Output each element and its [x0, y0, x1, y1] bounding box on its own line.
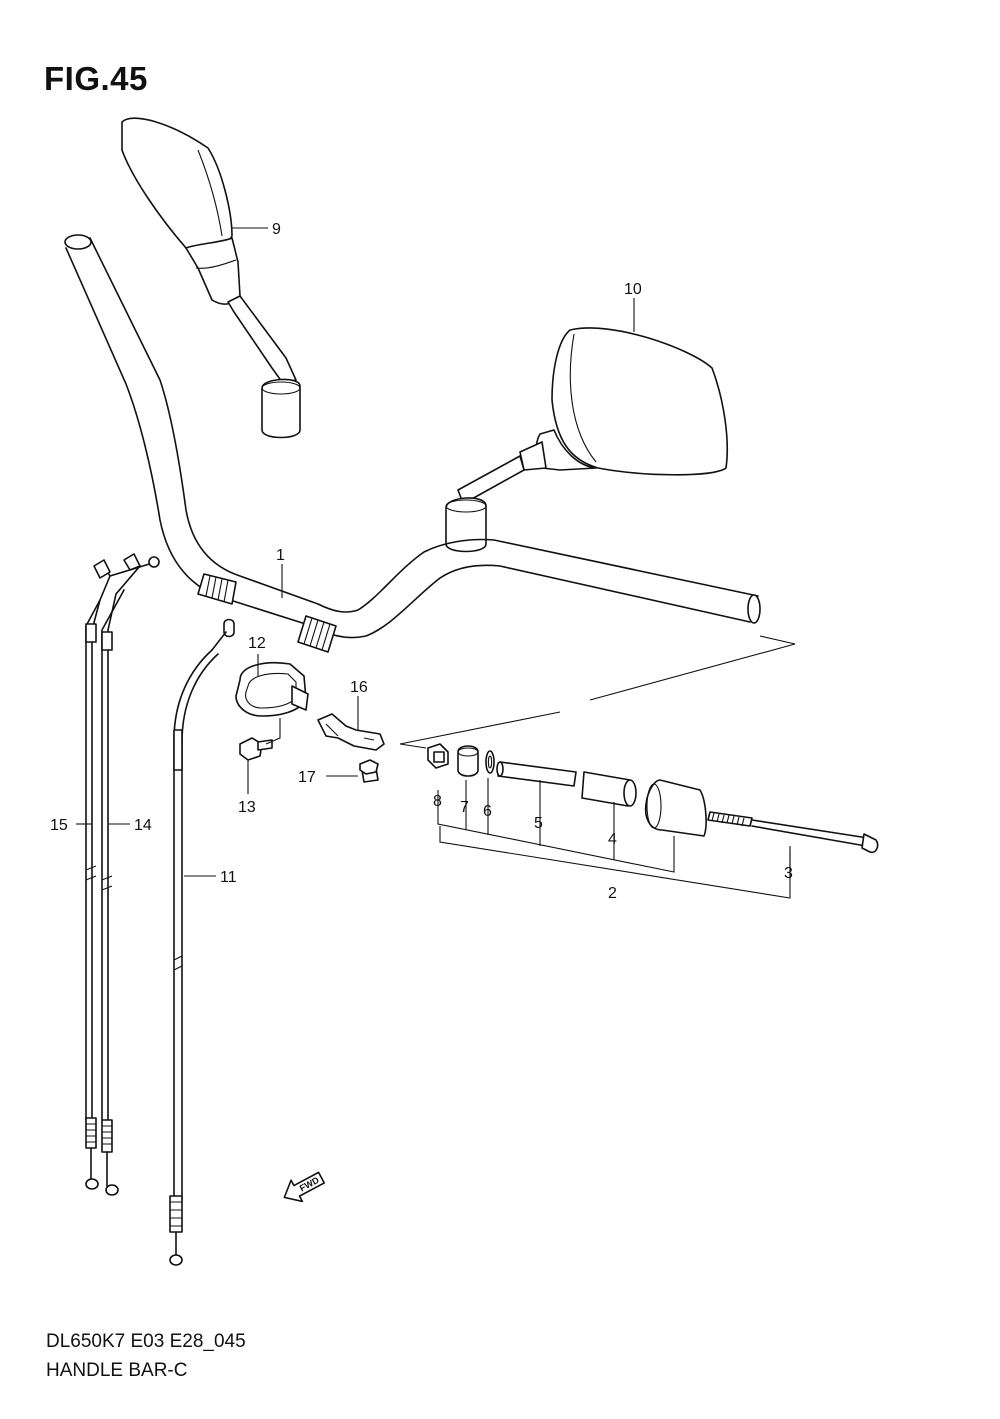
callout-5: 5 — [534, 815, 543, 832]
right-mirror[interactable] — [445, 327, 729, 553]
throttle-cable-14[interactable] — [101, 559, 141, 1196]
callout-6: 6 — [483, 803, 492, 820]
callout-15: 15 — [50, 817, 68, 834]
callout-bracket-2 — [439, 826, 791, 899]
clutch-cable[interactable] — [169, 618, 235, 1266]
bar-end-rubber[interactable] — [581, 771, 637, 807]
figure-title: FIG.45 — [44, 60, 148, 97]
bar-end-bracket — [437, 790, 675, 873]
callout-14: 14 — [134, 817, 152, 834]
bar-end-weight[interactable] — [644, 779, 707, 837]
cable-guide-bracket[interactable] — [317, 713, 385, 751]
callout-16: 16 — [350, 679, 368, 696]
forward-arrow-icon: FWD — [283, 1171, 326, 1203]
callout-13: 13 — [238, 799, 256, 816]
handle-bar[interactable] — [64, 234, 761, 653]
callout-3: 3 — [784, 865, 793, 882]
throttle-cable-15[interactable] — [85, 565, 111, 1190]
clamp-screw[interactable] — [239, 737, 273, 761]
callout-17: 17 — [298, 769, 316, 786]
callout-9: 9 — [272, 221, 281, 238]
callout-10: 10 — [624, 281, 642, 298]
left-mirror[interactable] — [121, 117, 301, 439]
projection-line-lower — [399, 711, 561, 749]
callout-1: 1 — [276, 547, 285, 564]
bar-end-spacer[interactable] — [457, 745, 479, 777]
callout-12: 12 — [248, 635, 266, 652]
callout-7: 7 — [460, 799, 469, 816]
callout-2: 2 — [608, 885, 617, 902]
cable-ends-top — [93, 553, 160, 579]
bracket-bolt[interactable] — [359, 759, 379, 783]
bar-end-collar[interactable] — [427, 743, 449, 769]
cable-clamp[interactable] — [235, 661, 309, 717]
bar-end-inner-sleeve[interactable] — [496, 761, 577, 787]
bar-end-washer[interactable] — [485, 750, 495, 774]
bar-end-bolt[interactable] — [707, 811, 879, 854]
section-name: HANDLE BAR-C — [46, 1360, 188, 1381]
callout-8: 8 — [433, 793, 442, 810]
projection-line-upper — [589, 635, 796, 701]
callout-11: 11 — [220, 869, 237, 886]
callout-leader-13 — [265, 718, 281, 745]
callout-4: 4 — [608, 831, 617, 848]
model-code: DL650K7 E03 E28_045 — [46, 1331, 246, 1352]
